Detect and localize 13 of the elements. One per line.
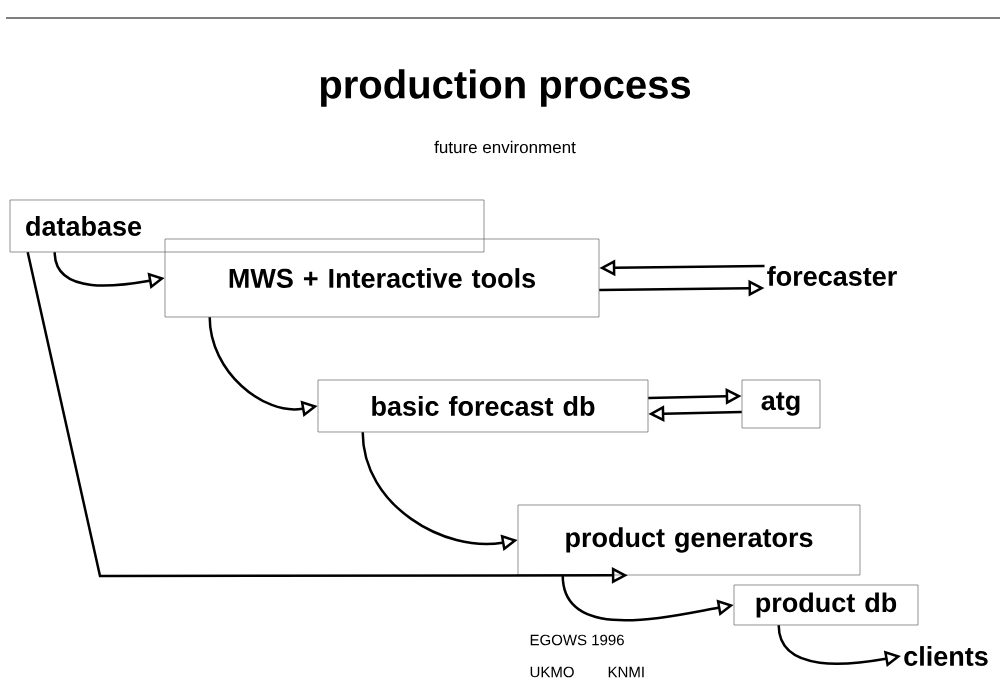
title: production process bbox=[320, 69, 691, 107]
node-text: forecaster bbox=[767, 266, 897, 286]
subtitle: future environment bbox=[434, 140, 576, 154]
process-box: atg bbox=[741, 379, 821, 429]
note-text: KNMI bbox=[608, 666, 644, 678]
process-box: product db bbox=[733, 584, 919, 626]
process-box: database bbox=[9, 199, 485, 253]
process-box: product generators bbox=[517, 504, 861, 576]
note-text: UKMO bbox=[530, 666, 574, 678]
process-box: basic forecast db bbox=[317, 379, 649, 433]
note-text: EGOWS 1996 bbox=[530, 634, 624, 646]
node-text: clients bbox=[904, 646, 988, 666]
process-box: MWS + Interactive tools bbox=[164, 238, 600, 318]
